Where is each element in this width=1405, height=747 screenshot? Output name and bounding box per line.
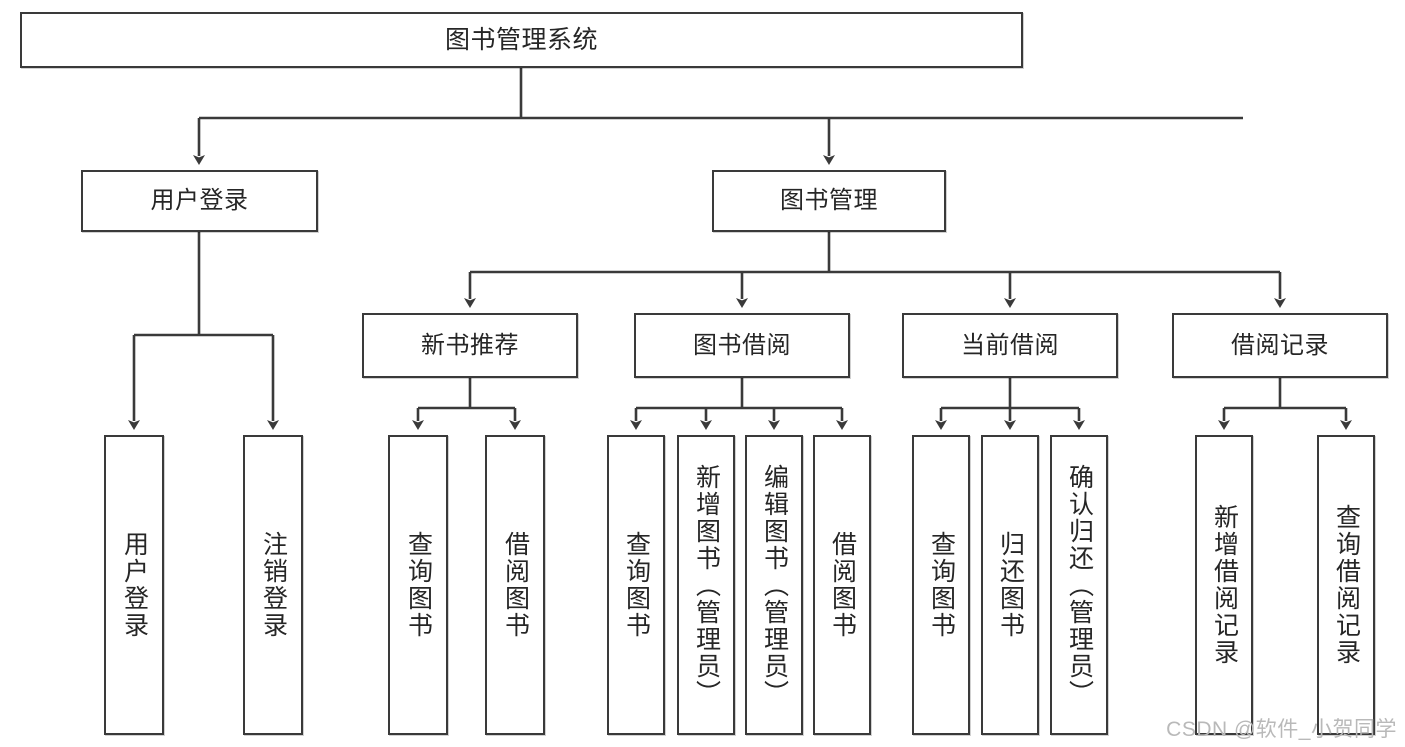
leaf-book-borrow-lend[interactable]: 借阅图书: [813, 435, 871, 735]
leaf-book-borrow-edit[interactable]: 编辑图书（管理员）: [745, 435, 803, 735]
leaf-current-borrow-confirm-return[interactable]: 确认归还（管理员）: [1050, 435, 1108, 735]
node-label: 注销登录: [259, 531, 288, 639]
node-label: 确认归还（管理员）: [1065, 463, 1094, 707]
node-book-borrowing[interactable]: 图书借阅: [634, 313, 850, 378]
node-label: 新增图书（管理员）: [692, 463, 721, 707]
node-current-borrowing[interactable]: 当前借阅: [902, 313, 1118, 378]
node-label: 查询图书: [927, 531, 956, 639]
leaf-book-borrow-add[interactable]: 新增图书（管理员）: [677, 435, 735, 735]
node-book-management[interactable]: 图书管理: [712, 170, 946, 232]
node-borrow-record[interactable]: 借阅记录: [1172, 313, 1388, 378]
node-label: 新增借阅记录: [1210, 504, 1239, 666]
node-user-login[interactable]: 用户登录: [81, 170, 318, 232]
leaf-book-borrow-query[interactable]: 查询图书: [607, 435, 665, 735]
node-label: 图书管理: [780, 187, 878, 215]
node-label: 编辑图书（管理员）: [760, 463, 789, 707]
node-label: 借阅图书: [828, 531, 857, 639]
node-label: 用户登录: [150, 187, 249, 215]
node-label: 当前借阅: [961, 331, 1059, 359]
node-label: 图书管理系统: [444, 25, 598, 54]
leaf-new-book-borrow[interactable]: 借阅图书: [485, 435, 545, 735]
node-label: 查询借阅记录: [1332, 504, 1361, 666]
node-label: 查询图书: [622, 531, 651, 639]
leaf-borrow-record-add[interactable]: 新增借阅记录: [1195, 435, 1253, 735]
leaf-user-login-signout[interactable]: 注销登录: [243, 435, 303, 735]
leaf-borrow-record-query[interactable]: 查询借阅记录: [1317, 435, 1375, 735]
node-new-book-recommendation[interactable]: 新书推荐: [362, 313, 578, 378]
node-label: 图书借阅: [693, 331, 791, 359]
node-label: 借阅图书: [501, 531, 530, 639]
node-label: 归还图书: [996, 531, 1025, 639]
leaf-user-login-signin[interactable]: 用户登录: [104, 435, 164, 735]
node-label: 查询图书: [404, 531, 433, 639]
leaf-current-borrow-return[interactable]: 归还图书: [981, 435, 1039, 735]
node-label: 借阅记录: [1231, 331, 1329, 359]
node-root-system[interactable]: 图书管理系统: [20, 12, 1023, 68]
node-label: 新书推荐: [421, 331, 519, 359]
leaf-new-book-query[interactable]: 查询图书: [388, 435, 448, 735]
node-label: 用户登录: [120, 531, 149, 639]
csdn-watermark: CSDN @软件_小贺同学: [1166, 718, 1397, 741]
leaf-current-borrow-query[interactable]: 查询图书: [912, 435, 970, 735]
